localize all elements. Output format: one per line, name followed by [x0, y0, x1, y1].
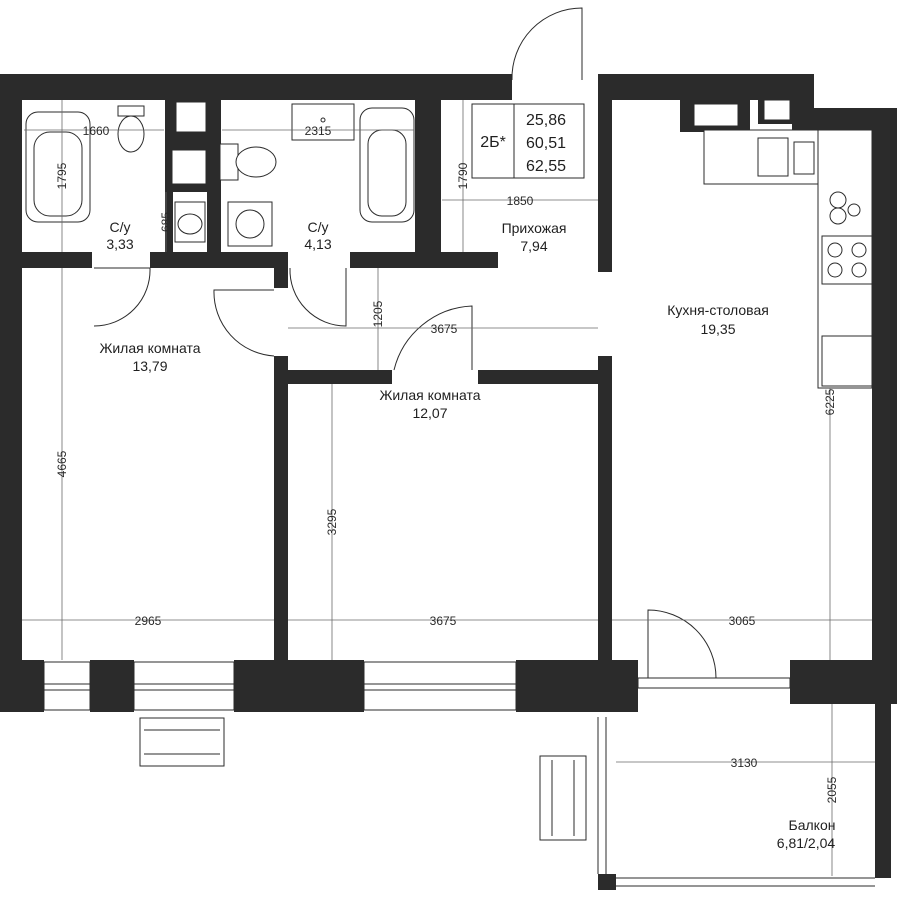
- ac-unit-1: [139, 717, 225, 767]
- kitchen-stove: [821, 235, 873, 285]
- wall-bath2-bottom: [350, 252, 498, 268]
- dim-bath1-sink: 685: [159, 212, 173, 232]
- wall-top-left: [0, 74, 512, 100]
- room-name-hall: Прихожая: [502, 220, 567, 236]
- room-name-living2: Жилая комната: [379, 387, 480, 403]
- dim-bath1-width: 1660: [83, 124, 110, 138]
- wall-bath-divider: [207, 96, 221, 254]
- wall-top-right: [598, 74, 814, 100]
- dim-balcony-width: 3130: [731, 756, 758, 770]
- door-balcony: [647, 609, 717, 679]
- doors: [93, 7, 717, 679]
- door-living2: [393, 305, 473, 371]
- room-area-living1: 13,79: [132, 358, 167, 374]
- room-area-hall: 7,94: [520, 238, 547, 254]
- toilet-2: [235, 146, 277, 178]
- dim-kitchen-width: 3065: [729, 614, 756, 628]
- kitchen-fixtures: [703, 129, 873, 389]
- dim-corridor-width: 3675: [431, 322, 458, 336]
- dim-living1-height: 4665: [55, 450, 69, 477]
- room-area-balcony: 6,81/2,04: [777, 835, 836, 851]
- door-bath1: [93, 267, 151, 327]
- room-area-bath2: 4,13: [304, 236, 331, 252]
- window-2: [133, 661, 235, 711]
- window-1: [43, 661, 91, 711]
- bathroom-2-fixtures: [219, 103, 415, 247]
- apartment-type: 2Б*: [480, 134, 506, 151]
- kitchen-oven: [821, 335, 873, 387]
- wall-bath1-bottom-right: [150, 252, 288, 268]
- dimension-lines: [22, 100, 875, 876]
- wall-top-right-step: [792, 74, 814, 114]
- window-balcony-door: [637, 677, 791, 689]
- wall-top-right-2: [792, 108, 897, 130]
- windows: [43, 661, 875, 887]
- ac-units: [139, 717, 587, 841]
- wall-balcony-right: [875, 700, 891, 878]
- wall-bath1-bottom-left: [0, 252, 92, 268]
- door-bath2: [289, 267, 347, 327]
- wall-hall-kitchen: [598, 96, 612, 272]
- wall-living2-kitchen: [598, 356, 612, 662]
- dimension-labels: 1660 1795 685 2315 1790 1850 1205 3675 4…: [55, 124, 839, 803]
- toilet-1-tank: [117, 105, 145, 117]
- dim-living2-width: 3675: [430, 614, 457, 628]
- walls: [0, 74, 897, 890]
- wall-left: [0, 74, 22, 688]
- entrance-door: [511, 7, 583, 81]
- room-name-balcony: Балкон: [789, 817, 836, 833]
- dim-hall-width: 1850: [507, 194, 534, 208]
- dim-balcony-height: 2055: [825, 776, 839, 803]
- room-area-living2: 12,07: [412, 405, 447, 421]
- dim-living1-width: 2965: [135, 614, 162, 628]
- area-living: 25,86: [526, 112, 566, 129]
- dim-bath2-width: 2315: [305, 124, 332, 138]
- room-name-bath2: С/у: [308, 219, 329, 235]
- dim-hall-height: 1790: [456, 162, 470, 189]
- room-area-kitchen: 19,35: [700, 321, 735, 337]
- wall-right: [872, 108, 897, 704]
- area-total: 60,51: [526, 135, 566, 152]
- dim-living2-height: 3295: [325, 508, 339, 535]
- room-name-living1: Жилая комната: [99, 340, 200, 356]
- toilet-1: [117, 115, 145, 153]
- dim-kitchen-height: 6225: [823, 388, 837, 415]
- room-area-bath1: 3,33: [106, 236, 133, 252]
- bathroom-1-fixtures: [25, 105, 206, 243]
- window-3: [363, 661, 517, 711]
- door-living1: [213, 289, 275, 357]
- wall-living2-top-left: [274, 370, 392, 384]
- room-labels: С/у 3,33 С/у 4,13 Прихожая 7,94 Кухня-ст…: [99, 219, 835, 851]
- kitchen-sink: [757, 137, 789, 177]
- room-name-kitchen: Кухня-столовая: [667, 302, 769, 318]
- area-total-with-balcony: 62,55: [526, 158, 566, 175]
- room-name-bath1: С/у: [110, 219, 131, 235]
- wall-bath2-right: [415, 96, 441, 254]
- wall-living-divider: [274, 356, 288, 662]
- area-info-table: 2Б* 25,86 60,51 62,55: [471, 103, 585, 179]
- wall-living2-top-right: [478, 370, 612, 384]
- dim-corridor-height: 1205: [371, 300, 385, 327]
- dim-bath1-height: 1795: [55, 162, 69, 189]
- ac-unit-2: [539, 755, 587, 841]
